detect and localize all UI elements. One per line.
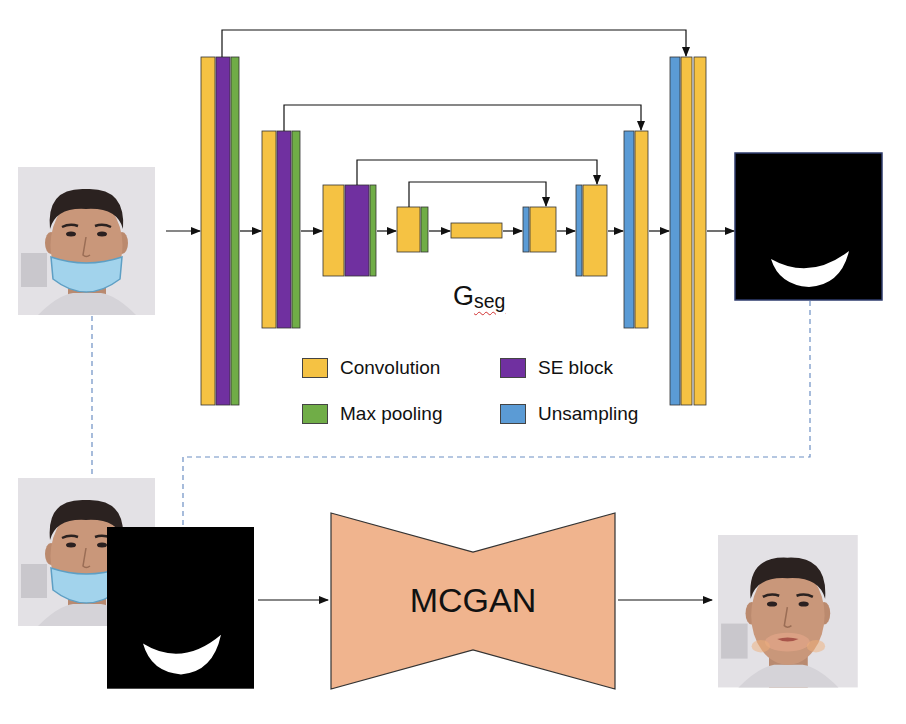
legend-swatch (302, 404, 328, 424)
legend-text: Convolution (340, 356, 440, 380)
legend-text: Max pooling (340, 402, 442, 426)
legend-swatch (500, 358, 526, 378)
legend-text: Unsampling (538, 402, 638, 426)
legend-text: SE block (538, 356, 613, 380)
network-name: Gseg (453, 280, 505, 313)
bowtie-network: MCGAN (330, 512, 616, 690)
legend-swatch (302, 358, 328, 378)
node-label: MCGAN (410, 581, 537, 620)
legend-swatch (500, 404, 526, 424)
